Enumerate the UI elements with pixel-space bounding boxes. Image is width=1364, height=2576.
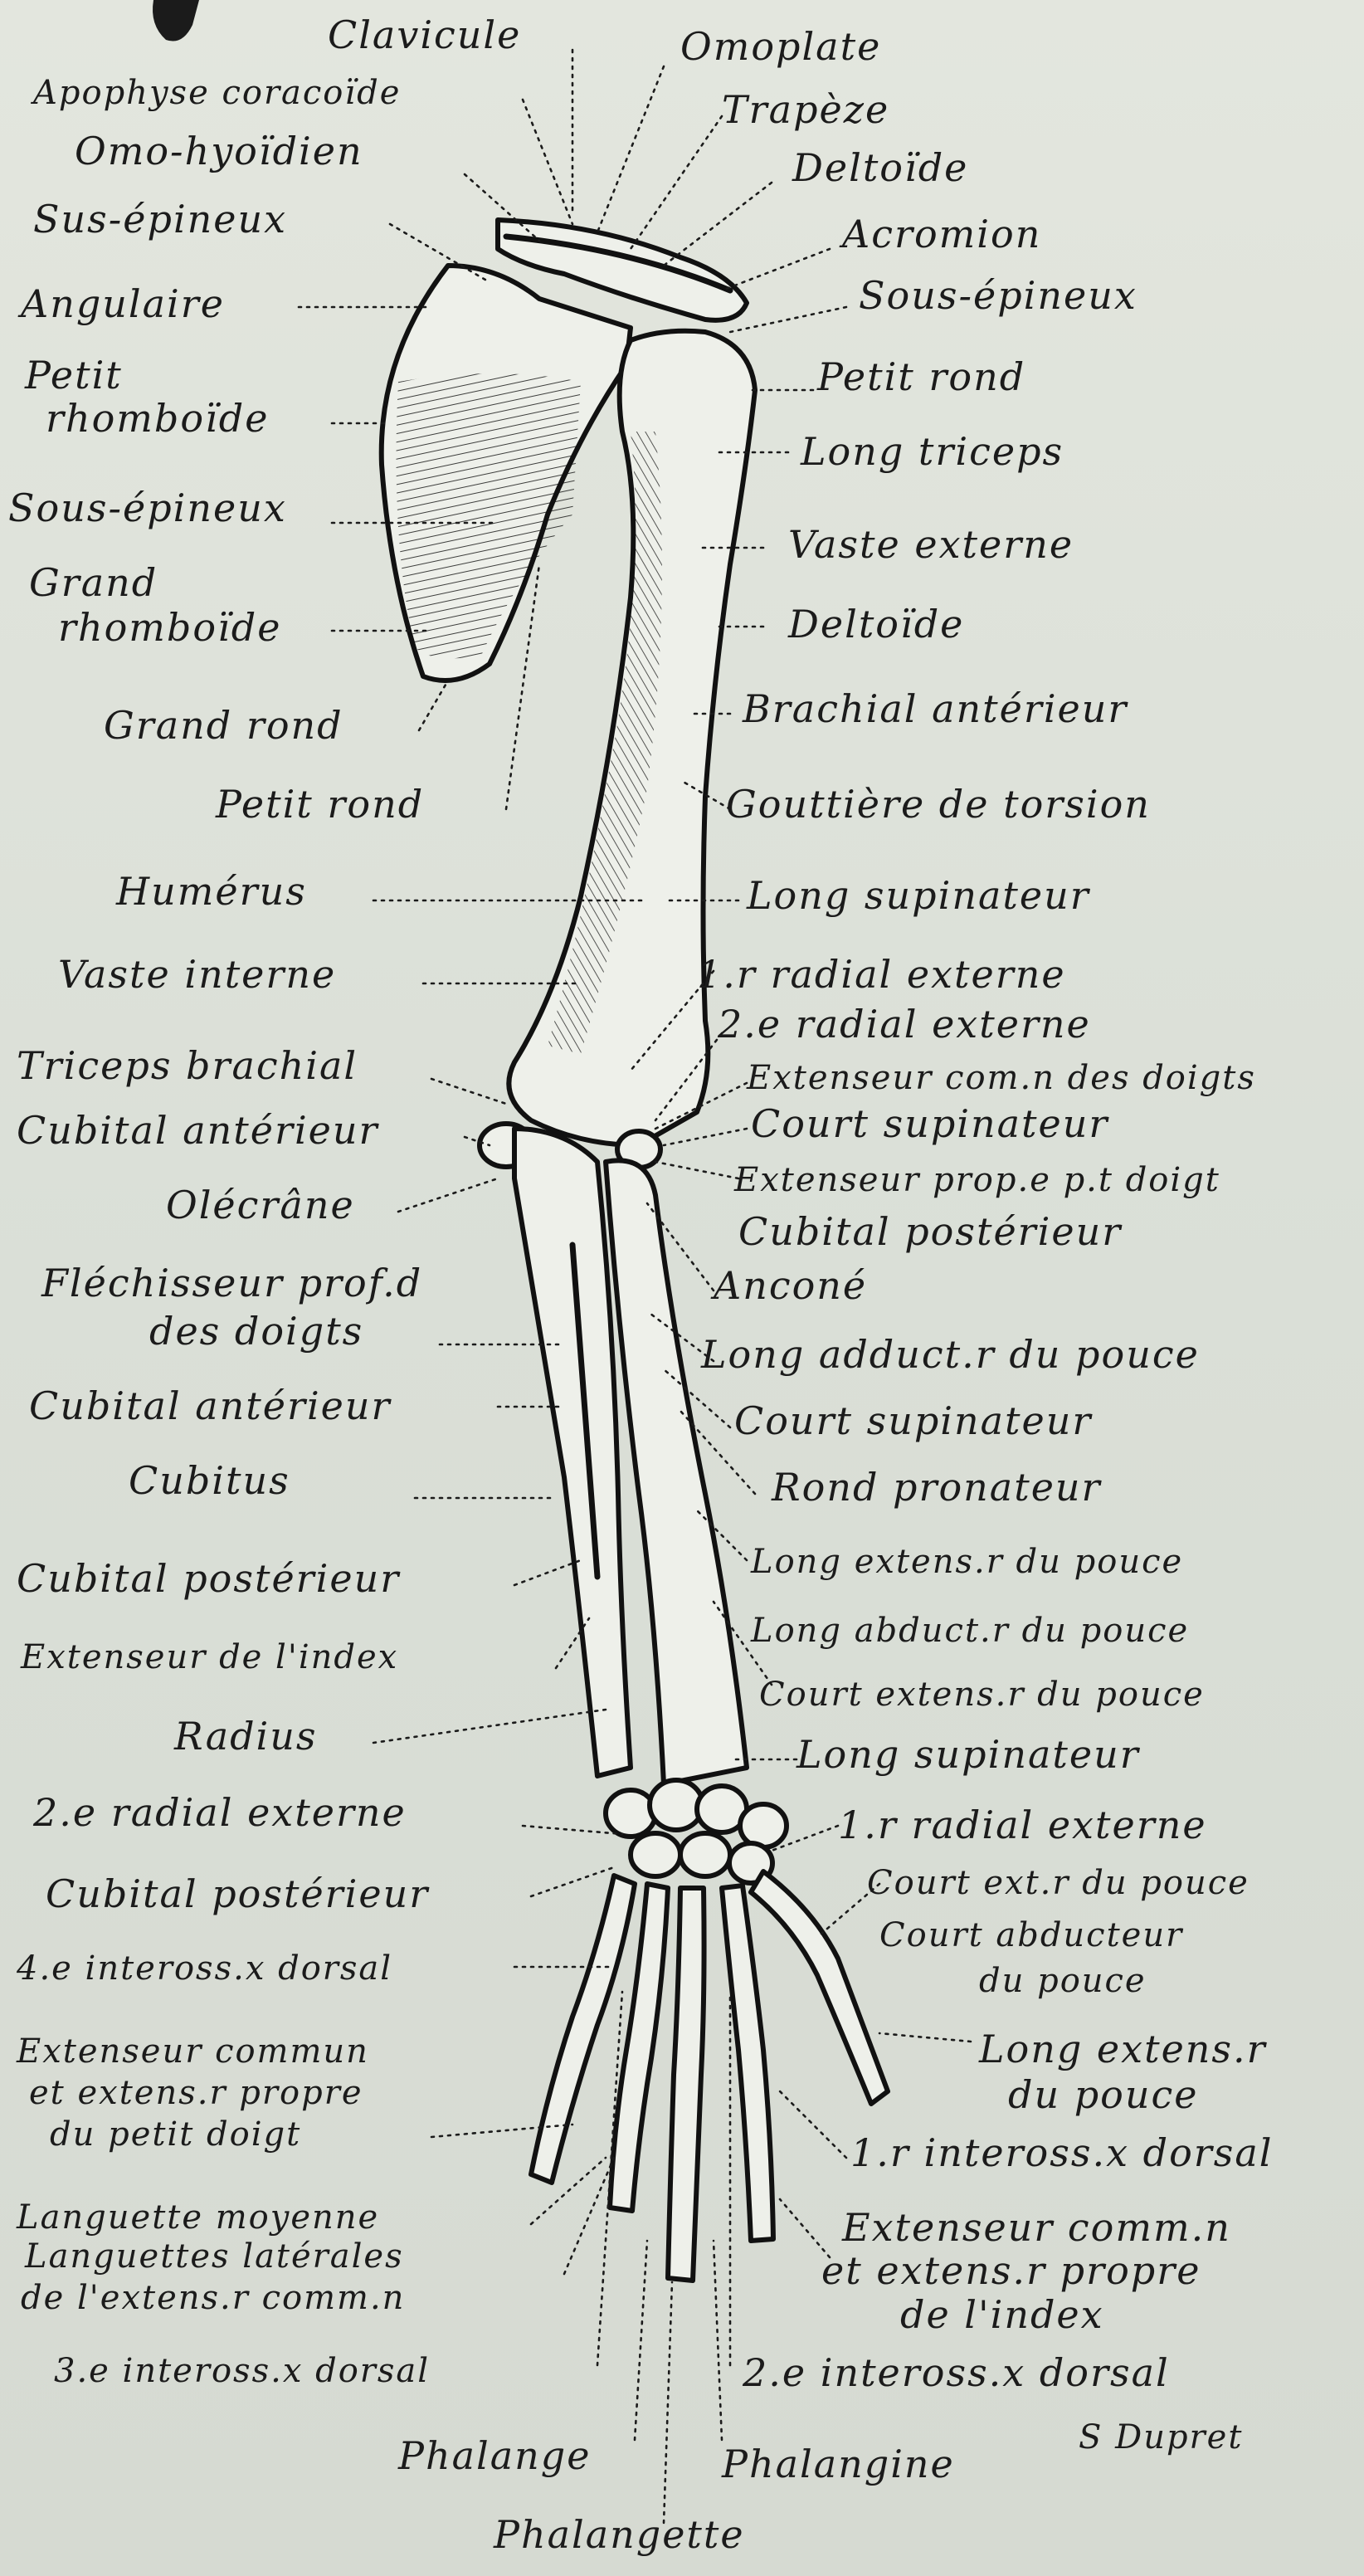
label-long-extens-r-2: du pouce — [1008, 2072, 1198, 2117]
label-ancone: Anconé — [710, 1263, 867, 1308]
label-omo-hyoidien: Omo-hyoïdien — [75, 129, 363, 173]
label-cubital-anterieur-2: Cubital antérieur — [29, 1383, 392, 1428]
label-ext-commun-3: du petit doigt — [50, 2115, 301, 2154]
label-quatrieme-inteross: 4.e inteross.x dorsal — [16, 1949, 392, 1988]
label-long-supinateur-1: Long supinateur — [746, 873, 1091, 918]
label-deltoide-mid: Deltoïde — [787, 602, 964, 646]
label-premier-radial-2: 1.r radial externe — [838, 1803, 1207, 1847]
label-humerus: Humérus — [115, 869, 307, 914]
label-long-supinateur-2: Long supinateur — [796, 1732, 1141, 1777]
label-court-ext-pouce: Court ext.r du pouce — [867, 1864, 1250, 1902]
label-clavicule: Clavicule — [328, 12, 521, 57]
label-omoplate: Omoplate — [680, 24, 881, 69]
label-troisieme-inteross: 3.e inteross.x dorsal — [54, 2352, 430, 2390]
label-trapeze: Trapèze — [722, 87, 889, 132]
label-languette-moyenne: Languette moyenne — [16, 2198, 379, 2237]
label-ext-comm-index-1: Extenseur comm.n — [841, 2205, 1231, 2250]
label-brachial-anterieur: Brachial antérieur — [742, 686, 1128, 731]
label-second-radial-2: 2.e radial externe — [32, 1790, 407, 1835]
label-angulaire: Angulaire — [17, 281, 225, 326]
label-ext-commun-2: et extens.r propre — [29, 2074, 363, 2112]
label-ext-propre-pt-doigt: Extenseur prop.e p.t doigt — [733, 1161, 1220, 1199]
label-sus-epineux: Sus-épineux — [33, 197, 287, 242]
label-flechisseur-2: des doigts — [149, 1309, 363, 1354]
label-long-abduct: Long abduct.r du pouce — [750, 1612, 1189, 1650]
label-court-supinateur-2: Court supinateur — [734, 1398, 1093, 1443]
label-cubital-anterieur-1: Cubital antérieur — [17, 1108, 380, 1153]
label-court-supinateur-1: Court supinateur — [751, 1101, 1109, 1146]
label-ext-commun-1: Extenseur commun — [16, 2032, 369, 2071]
label-acromion: Acromion — [839, 212, 1041, 256]
label-cubitus: Cubitus — [129, 1458, 290, 1503]
label-premier-inteross: 1.r inteross.x dorsal — [850, 2130, 1274, 2175]
label-vaste-externe: Vaste externe — [788, 522, 1074, 567]
scapula-hatching — [397, 373, 582, 658]
label-long-triceps: Long triceps — [800, 429, 1064, 474]
label-grand-rond: Grand rond — [104, 703, 343, 748]
label-long-adduct: Long adduct.r du pouce — [700, 1332, 1200, 1377]
label-petit-rhomboide-1: Petit — [24, 353, 123, 398]
label-phalange: Phalange — [397, 2433, 591, 2478]
label-vaste-interne: Vaste interne — [58, 952, 336, 997]
label-rond-pronateur: Rond pronateur — [771, 1465, 1103, 1510]
label-phalangine: Phalangine — [721, 2442, 955, 2486]
thumb — [751, 1871, 888, 2104]
artist-signature: S Dupret — [1079, 2418, 1243, 2456]
label-phalangette: Phalangette — [493, 2512, 745, 2557]
label-extenseur-index: Extenseur de l'index — [20, 1638, 398, 1676]
label-long-extens-pouce: Long extens.r du pouce — [750, 1543, 1183, 1581]
label-second-radial-1: 2.e radial externe — [717, 1002, 1091, 1046]
carpal-bones — [606, 1780, 787, 1883]
label-sous-epineux-right: Sous-épineux — [859, 273, 1137, 318]
label-petit-rhomboide-2: rhomboïde — [46, 396, 269, 441]
label-grand-rhomboide-2: rhomboïde — [58, 605, 281, 650]
label-cubital-posterieur-right: Cubital postérieur — [738, 1209, 1123, 1254]
ink-blot — [153, 0, 199, 41]
label-cubital-posterieur-left-2: Cubital postérieur — [46, 1871, 430, 1916]
label-flechisseur-1: Fléchisseur prof.d — [41, 1261, 422, 1305]
label-deltoide-top: Deltoïde — [792, 145, 968, 190]
label-second-inteross: 2.e inteross.x dorsal — [742, 2350, 1170, 2395]
label-sous-epineux-left: Sous-épineux — [8, 485, 287, 530]
label-grand-rhomboide-1: Grand — [29, 560, 158, 605]
label-languettes-laterales-2: de l'extens.r comm.n — [21, 2279, 405, 2317]
label-petit-rond-left: Petit rond — [215, 782, 424, 827]
label-ext-com-doigts: Extenseur com.n des doigts — [746, 1059, 1256, 1097]
label-ext-comm-index-3: de l'index — [900, 2292, 1104, 2337]
label-languettes-laterales-1: Languettes latérales — [24, 2237, 404, 2276]
label-cubital-posterieur-left: Cubital postérieur — [17, 1556, 401, 1601]
label-apophyse: Apophyse coracoïde — [30, 74, 401, 112]
middle-finger — [668, 1888, 704, 2281]
label-petit-rond-right: Petit rond — [816, 354, 1025, 399]
fingers — [531, 1871, 888, 2281]
label-radius: Radius — [173, 1714, 318, 1759]
label-premier-radial-1: 1.r radial externe — [697, 952, 1066, 997]
label-triceps-brachial: Triceps brachial — [17, 1043, 358, 1088]
label-court-abducteur-2: du pouce — [979, 1962, 1147, 2000]
label-court-abducteur-1: Court abducteur — [879, 1916, 1184, 1954]
label-gouttiere: Gouttière de torsion — [726, 782, 1151, 827]
label-ext-comm-index-2: et extens.r propre — [821, 2248, 1201, 2293]
label-olecrane: Olécrâne — [166, 1183, 355, 1227]
label-court-extens-pouce: Court extens.r du pouce — [759, 1676, 1205, 1714]
label-long-extens-r-1: Long extens.r — [978, 2027, 1268, 2071]
